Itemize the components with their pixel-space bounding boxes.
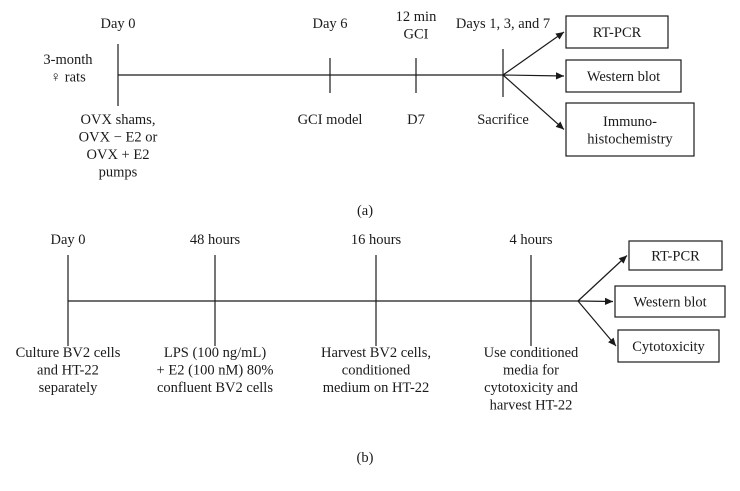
timepoint-description: LPS (100 ng/mL)+ E2 (100 nM) 80%confluen… [157,345,274,396]
timepoint-label: Days 1, 3, and 7 [456,16,550,32]
arrowhead-icon [608,337,616,346]
panel-caption: (b) [357,450,374,466]
outcome-arrow [502,74,565,130]
arrowhead-icon [555,72,564,80]
outcome-arrow [502,31,565,76]
subject-label: 3-month♀ rats [43,52,93,86]
outcome-label: Immuno-histochemistry [587,114,673,148]
outcome-label: Cytotoxicity [632,339,705,355]
arrowhead-icon [618,255,627,264]
outcome-arrow [502,74,565,77]
timepoint-label: 16 hours [351,232,402,248]
outcome-box [628,240,723,271]
timepoint-description: Sacrifice [477,112,529,128]
timepoint-description: D7 [407,112,425,128]
outcome-box [614,285,726,318]
outcome-box [565,15,669,49]
outcome-box [617,329,720,363]
outcome-box [565,102,695,157]
arrowhead-icon [555,32,564,40]
timepoint-label: Day 0 [50,232,85,248]
outcome-arrow [577,255,628,302]
arrowhead-icon [555,121,564,130]
outcome-label: RT-PCR [651,249,700,265]
outcome-arrow [577,300,617,347]
timepoint-label: 4 hours [509,232,552,248]
timepoint-description: GCI model [298,112,363,128]
outcome-label: Western blot [587,69,660,85]
timepoint-label: Day 6 [312,16,347,32]
outcome-label: Western blot [633,295,706,311]
arrowhead-icon [604,297,613,305]
outcome-box [565,59,682,93]
timepoint-label: 48 hours [190,232,241,248]
outcome-label: RT-PCR [593,25,642,41]
panel-caption: (a) [357,203,373,219]
timepoint-label: Day 0 [100,16,135,32]
